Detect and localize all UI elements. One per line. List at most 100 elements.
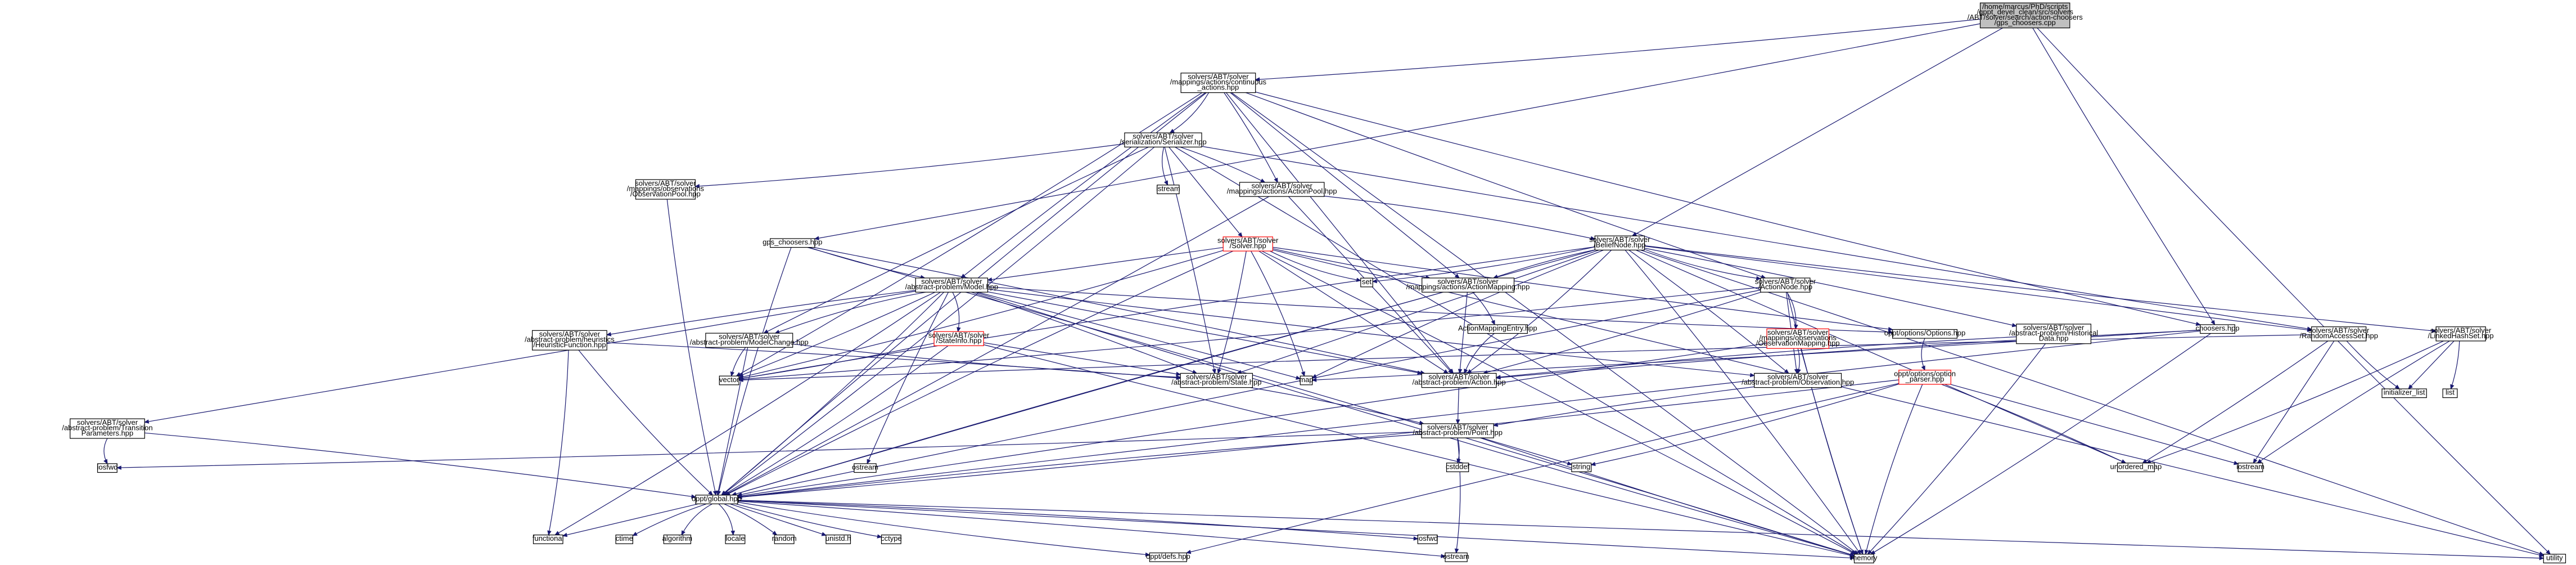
- node-model-hpp[interactable]: solvers/ABT/solver/abstract-problem/Mode…: [905, 277, 998, 293]
- edge-obs_mapping-to-global: [737, 343, 1767, 498]
- node-label-line: algorithm: [662, 534, 692, 542]
- node-label-line: oppt/defs.hpp: [1146, 552, 1190, 560]
- node-obs-mapping[interactable]: solvers/ABT/solver/mappings/observations…: [1756, 328, 1840, 349]
- edge-serializer-to-solver_hpp: [1169, 146, 1243, 237]
- edge-random_access-to-initializer_list: [2346, 340, 2401, 389]
- node-state-info[interactable]: solvers/ABT/solver/StateInfo.hpp: [928, 331, 990, 347]
- node-locale[interactable]: locale: [725, 534, 746, 544]
- edge-random_access-to-unordered_map: [2142, 340, 2329, 464]
- node-root[interactable]: /home/marcus/PhD/scripts/gppt_devel_clea…: [1968, 2, 2083, 29]
- node-box: [695, 495, 738, 504]
- node-box: [933, 331, 984, 347]
- node-belief-node[interactable]: solvers/ABT/solver/BeliefNode.hpp: [1589, 235, 1650, 251]
- node-obs-pool[interactable]: solvers/ABT/solver/mappings/observations…: [627, 179, 705, 200]
- node-label-line: string: [1572, 462, 1590, 470]
- node-box: [1222, 236, 1273, 252]
- node-action-mapping-entry[interactable]: ActionMappingEntry.hpp: [1458, 324, 1537, 334]
- node-action-mapping[interactable]: solvers/ABT/solver/mappings/actions/Acti…: [1406, 277, 1530, 293]
- node-label-line: /ObservationPool.hpp: [630, 190, 701, 198]
- node-label-line: Data.hpp: [2039, 334, 2069, 343]
- node-iosfwd-b[interactable]: iosfwd: [1417, 534, 1438, 544]
- node-box: [2200, 324, 2235, 334]
- node-label-line: solvers/ABT/solver: [1437, 277, 1499, 286]
- node-label-line: Parameters.hpp: [82, 429, 134, 437]
- node-vector[interactable]: vector: [719, 375, 739, 385]
- node-initializer-list[interactable]: initializer_list: [2381, 388, 2427, 398]
- node-options[interactable]: oppt/options/Options.hpp: [1884, 329, 1966, 339]
- node-random[interactable]: random: [772, 534, 797, 544]
- node-gps-hpp[interactable]: gps_choosers.hpp: [763, 238, 822, 248]
- node-unordered-map[interactable]: unordered_map: [2110, 462, 2162, 472]
- node-random-access[interactable]: solvers/ABT/solver/RandomAccessSet.hpp: [2299, 326, 2378, 342]
- node-ostream-b[interactable]: ostream: [852, 463, 878, 473]
- node-box: [825, 534, 851, 544]
- edge-cont_actions-to-action_pool: [1224, 92, 1278, 183]
- node-label-line: oppt/options/Options.hpp: [1884, 329, 1966, 337]
- node-string[interactable]: string: [1571, 462, 1592, 472]
- edge-global-to-unistd: [730, 503, 827, 536]
- edge-linked_hash-to-unordered_map: [2146, 340, 2444, 464]
- node-action-hpp[interactable]: solvers/ABT/solver/abstract-problem/Acti…: [1412, 373, 1506, 388]
- node-action-pool[interactable]: solvers/ABT/solver/mappings/actions/Acti…: [1227, 182, 1337, 197]
- node-point-hpp[interactable]: solvers/ABT/solver/abstract-problem/Poin…: [1413, 423, 1503, 438]
- edge-belief_node-to-utility: [1640, 249, 2545, 556]
- node-box: [1421, 373, 1497, 388]
- node-box: [881, 534, 901, 544]
- node-box: [1594, 235, 1645, 251]
- node-historical-data[interactable]: solvers/ABT/solver/abstract-problem/Hist…: [2009, 324, 2098, 344]
- node-istream[interactable]: istream: [1156, 184, 1180, 194]
- edge-root-to-belief_node: [1631, 28, 2003, 236]
- edge-global-to-utility: [737, 500, 2545, 560]
- node-utility[interactable]: utility: [2543, 553, 2566, 563]
- node-label-line: /HeuristicFunction.hpp: [533, 340, 606, 349]
- node-label-line: istream: [1156, 184, 1180, 192]
- node-label-line: /home/marcus/PhD/scripts: [1982, 2, 2068, 11]
- node-functional[interactable]: functional: [533, 534, 564, 544]
- node-cont-actions[interactable]: solvers/ABT/solver/mappings/actions/cont…: [1170, 72, 1267, 93]
- node-label-line: locale: [726, 534, 745, 542]
- node-transition-params[interactable]: solvers/ABT/solver/abstract-problem/Tran…: [62, 418, 153, 439]
- node-label-line: /abstract-problem/State.hpp: [1171, 378, 1261, 387]
- node-linked-hash[interactable]: solvers/ABT/solver/LinkedHashSet.hpp: [2428, 326, 2494, 342]
- node-ctime[interactable]: ctime: [615, 534, 633, 544]
- node-algorithm[interactable]: algorithm: [662, 534, 692, 544]
- node-box: [69, 418, 145, 439]
- node-list[interactable]: list: [2442, 388, 2458, 398]
- edge-belief_node-to-linked_hash: [1644, 245, 2437, 333]
- node-heuristic[interactable]: solvers/ABT/solver/abstract-problem/heur…: [525, 330, 615, 351]
- node-solver-hpp[interactable]: solvers/ABT/solver/Solver.hpp: [1217, 236, 1279, 252]
- node-box: [2543, 554, 2566, 563]
- node-label-line: ostream: [1443, 552, 1469, 560]
- edge-choosers-to-global: [737, 330, 2200, 499]
- node-serializer[interactable]: solvers/ABT/solver/serialization/Seriali…: [1120, 132, 1207, 147]
- node-model-change[interactable]: solvers/ABT/solver/abstract-problem/Mode…: [690, 333, 809, 348]
- node-label-line: /mappings/actions/continuous: [1170, 78, 1267, 86]
- node-observation-hpp[interactable]: solvers/ABT/solver/abstract-problem/Obse…: [1742, 373, 1854, 388]
- node-label-line: /abstract-problem/Point.hpp: [1413, 428, 1503, 437]
- edge-cont_actions-to-action_mapping: [1230, 92, 1460, 279]
- node-label-line: /mappings/observations: [627, 184, 705, 192]
- node-label-line: /gppt_devel_clean/src/solvers: [1977, 7, 2074, 16]
- edge-transition_params-to-global: [145, 432, 697, 499]
- node-global[interactable]: oppt/global.hpp: [692, 494, 742, 504]
- node-box: [1766, 328, 1830, 349]
- node-label-line: solvers/ABT/solver: [77, 418, 138, 427]
- node-option-parser[interactable]: oppt/options/option_parser.hpp: [1894, 369, 1956, 385]
- edge-historical_data-to-action_hpp: [1495, 336, 2016, 379]
- node-box: [1445, 552, 1468, 562]
- node-label-line: /abstract-problem/Observation.hpp: [1742, 378, 1854, 387]
- node-cstddef[interactable]: cstddef: [1446, 462, 1469, 472]
- node-choosers[interactable]: choosers.hpp: [2195, 324, 2240, 334]
- edge-model_hpp-to-state_info: [952, 292, 961, 333]
- node-iostream[interactable]: iostream: [2236, 462, 2264, 472]
- node-map[interactable]: map: [1299, 375, 1314, 385]
- node-cctype[interactable]: cctype: [881, 534, 902, 544]
- node-set[interactable]: set: [1360, 277, 1373, 288]
- node-unistd[interactable]: unistd.h: [825, 534, 851, 544]
- node-state-hpp[interactable]: solvers/ABT/solver/abstract-problem/Stat…: [1171, 373, 1262, 388]
- node-ostream-m[interactable]: ostream: [1443, 552, 1469, 562]
- node-action-node[interactable]: solvers/ABT/solver/ActionNode.hpp: [1755, 277, 1816, 293]
- node-memory[interactable]: memory: [1851, 553, 1878, 563]
- node-iosfwd-t[interactable]: iosfwd: [97, 463, 118, 473]
- node-oppt-defs[interactable]: oppt/defs.hpp: [1146, 552, 1190, 562]
